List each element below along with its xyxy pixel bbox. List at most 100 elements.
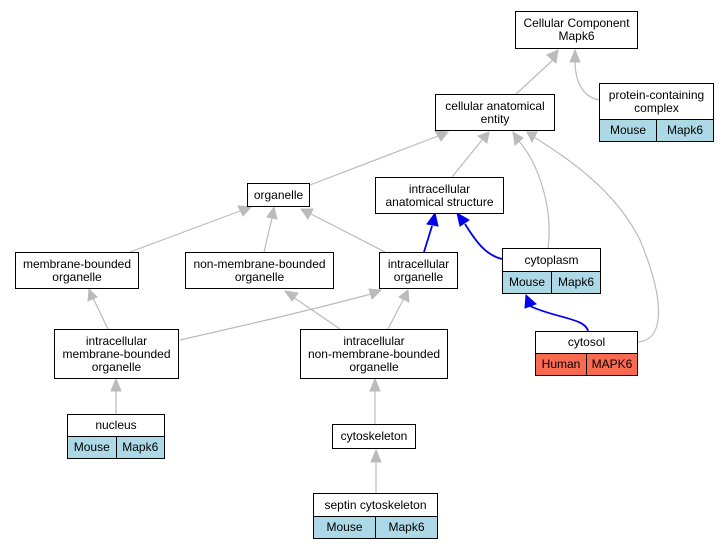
edge-cellular-anatomical-entity-to-cc-mapk6 bbox=[514, 59, 554, 96]
node-protein-containing-complex[interactable]: protein-containing complex Mouse Mapk6 bbox=[599, 83, 714, 142]
annotation-tags: Mouse Mapk6 bbox=[503, 271, 600, 293]
node-label-line-1: intracellular bbox=[408, 181, 471, 196]
node-label: cytosol bbox=[536, 332, 637, 353]
node-cytosol[interactable]: cytosol Human MAPK6 bbox=[535, 331, 638, 376]
node-label-line-1: cytoskeleton bbox=[340, 429, 408, 443]
node-label: cytoskeleton bbox=[333, 425, 415, 448]
node-septin-cytoskeleton[interactable]: septin cytoskeleton Mouse Mapk6 bbox=[313, 493, 438, 539]
node-label-line-1: septin cytoskeleton bbox=[324, 497, 427, 512]
node-cytoskeleton[interactable]: cytoskeleton bbox=[332, 424, 416, 449]
node-intracellular-membrane-bounded-organelle[interactable]: intracellular membrane-bounded organelle bbox=[54, 329, 179, 379]
node-label-line-1: intracellular bbox=[343, 333, 405, 348]
annotation-tags: Mouse Mapk6 bbox=[600, 119, 713, 141]
node-label-line-1: cytosol bbox=[567, 335, 606, 349]
arrowhead-to-organelle-a bbox=[237, 205, 253, 217]
node-membrane-bounded-organelle[interactable]: membrane-bounded organelle bbox=[15, 252, 139, 289]
edge-intracellular-membrane-bounded-organelle-to-intracellular-organelle bbox=[179, 293, 372, 341]
species-tag[interactable]: Mouse bbox=[600, 120, 656, 141]
node-cellular-component-mapk6[interactable]: Cellular Component Mapk6 bbox=[515, 11, 638, 49]
node-label: cytoplasm bbox=[503, 249, 600, 271]
arrowhead-to-intracellular-membrane-bounded-organelle bbox=[110, 377, 122, 392]
node-label-line-1: Cellular Component bbox=[523, 16, 630, 30]
arrowhead-to-organelle-b bbox=[266, 205, 278, 220]
node-intracellular-organelle[interactable]: intracellular organelle bbox=[379, 252, 458, 289]
arrowhead-to-cellular-anatomical-entity-b bbox=[476, 131, 490, 144]
node-label: cellular anatomical entity bbox=[436, 95, 554, 130]
species-tag[interactable]: Mouse bbox=[503, 272, 551, 293]
node-label-line-2: Mapk6 bbox=[558, 29, 595, 43]
node-cellular-anatomical-entity[interactable]: cellular anatomical entity bbox=[435, 94, 555, 131]
arrowhead-to-intracellular-organelle-b bbox=[398, 289, 410, 303]
edge-intracellular-anatomical-structure-to-cellular-anatomical-entity bbox=[451, 139, 483, 178]
annotation-tags: Mouse Mapk6 bbox=[68, 436, 164, 458]
arrowhead-to-cellular-anatomical-entity-d bbox=[526, 131, 538, 144]
node-intracellular-non-membrane-bounded-organelle[interactable]: intracellular non-membrane-bounded organ… bbox=[300, 329, 448, 379]
node-label: protein-containing complex bbox=[600, 84, 713, 119]
node-label-line-2: organelle bbox=[234, 269, 285, 284]
node-label-line-2: anatomical structure bbox=[385, 194, 494, 209]
edge-intracellular-non-membrane-bounded-organelle-to-intracellular-organelle bbox=[387, 297, 405, 330]
node-label-line-2: non-membrane-bounded bbox=[307, 346, 441, 361]
edge-organelle-to-cellular-anatomical-entity bbox=[309, 135, 439, 186]
arrowhead-to-cytoplasm bbox=[524, 293, 537, 309]
species-tag[interactable]: Human bbox=[536, 354, 586, 375]
node-label-line-3: organelle bbox=[349, 359, 399, 374]
edge-cytosol-to-cellular-anatomical-entity bbox=[533, 136, 660, 343]
species-tag[interactable]: Mouse bbox=[68, 437, 116, 458]
node-label-line-2: entity bbox=[480, 111, 510, 126]
gene-tag[interactable]: Mapk6 bbox=[551, 272, 600, 293]
node-label: non-membrane-bounded organelle bbox=[186, 253, 333, 288]
arrowhead-to-intracellular-organelle-a bbox=[368, 288, 383, 300]
node-label-line-1: non-membrane-bounded bbox=[193, 256, 326, 271]
species-tag[interactable]: Mouse bbox=[314, 517, 375, 538]
edge-intracellular-non-membrane-bounded-organelle-to-non-membrane-bounded-organelle bbox=[292, 296, 341, 330]
edge-membrane-bounded-organelle-to-organelle bbox=[129, 210, 241, 253]
node-label: intracellular organelle bbox=[380, 253, 457, 288]
node-label: septin cytoskeleton bbox=[314, 494, 437, 516]
node-organelle[interactable]: organelle bbox=[247, 183, 310, 207]
node-label-line-3: organelle bbox=[91, 359, 142, 374]
arrowhead-to-organelle-c bbox=[300, 208, 314, 220]
arrowhead-to-cc-mapk6-a bbox=[546, 49, 559, 64]
node-label: intracellular anatomical structure bbox=[376, 178, 503, 213]
node-label: intracellular membrane-bounded organelle bbox=[55, 330, 178, 378]
edge-cytoplasm-to-cellular-anatomical-entity bbox=[517, 139, 550, 249]
node-intracellular-anatomical-structure[interactable]: intracellular anatomical structure bbox=[375, 177, 504, 214]
node-label-line-1: protein-containing bbox=[608, 87, 705, 102]
node-label: intracellular non-membrane-bounded organ… bbox=[301, 330, 447, 378]
node-label-line-2: organelle bbox=[52, 269, 102, 284]
edge-intracellular-organelle-to-intracellular-anatomical-structure bbox=[423, 225, 433, 253]
edge-cytosol-to-cytoplasm bbox=[529, 305, 589, 332]
node-cytoplasm[interactable]: cytoplasm Mouse Mapk6 bbox=[502, 248, 601, 294]
node-label-line-2: membrane-bounded bbox=[62, 346, 171, 361]
node-label-line-1: nucleus bbox=[95, 418, 137, 432]
node-nucleus[interactable]: nucleus Mouse Mapk6 bbox=[67, 414, 165, 459]
edge-non-membrane-bounded-organelle-to-organelle bbox=[263, 217, 273, 253]
node-label-line-2: organelle bbox=[393, 269, 444, 284]
gene-tag[interactable]: Mapk6 bbox=[115, 437, 164, 458]
arrowhead-to-cytoskeleton bbox=[370, 448, 382, 463]
edge-cytoplasm-to-intracellular-anatomical-structure bbox=[464, 223, 503, 260]
gene-tag[interactable]: MAPK6 bbox=[586, 354, 637, 375]
node-label-line-1: membrane-bounded bbox=[22, 256, 132, 271]
node-label-line-1: cytoplasm bbox=[524, 252, 579, 267]
node-label: membrane-bounded organelle bbox=[16, 253, 138, 288]
gene-tag[interactable]: Mapk6 bbox=[375, 517, 437, 538]
edge-intracellular-membrane-bounded-organelle-to-membrane-bounded-organelle bbox=[92, 297, 109, 330]
arrowhead-to-non-membrane-bounded-organelle bbox=[283, 290, 299, 302]
arrowhead-to-membrane-bounded-organelle bbox=[87, 287, 98, 302]
gene-tag[interactable]: Mapk6 bbox=[656, 120, 713, 141]
node-non-membrane-bounded-organelle[interactable]: non-membrane-bounded organelle bbox=[185, 252, 334, 289]
node-label-line-1: intracellular bbox=[85, 333, 148, 348]
node-label-line-1: intracellular bbox=[387, 256, 450, 271]
annotation-tags: Human MAPK6 bbox=[536, 353, 637, 375]
node-label-line-2: complex bbox=[634, 100, 679, 115]
arrowhead-to-cc-mapk6-b bbox=[569, 48, 581, 63]
arrowhead-to-cellular-anatomical-entity-a bbox=[434, 130, 449, 142]
arrowhead-to-intracellular-anatomical-structure-a bbox=[426, 211, 439, 227]
node-label-line-1: cellular anatomical bbox=[445, 98, 545, 113]
node-label: organelle bbox=[248, 184, 309, 206]
arrowhead-to-intracellular-non-membrane-bounded-organelle bbox=[369, 377, 381, 392]
node-label-line-1: organelle bbox=[253, 187, 304, 202]
